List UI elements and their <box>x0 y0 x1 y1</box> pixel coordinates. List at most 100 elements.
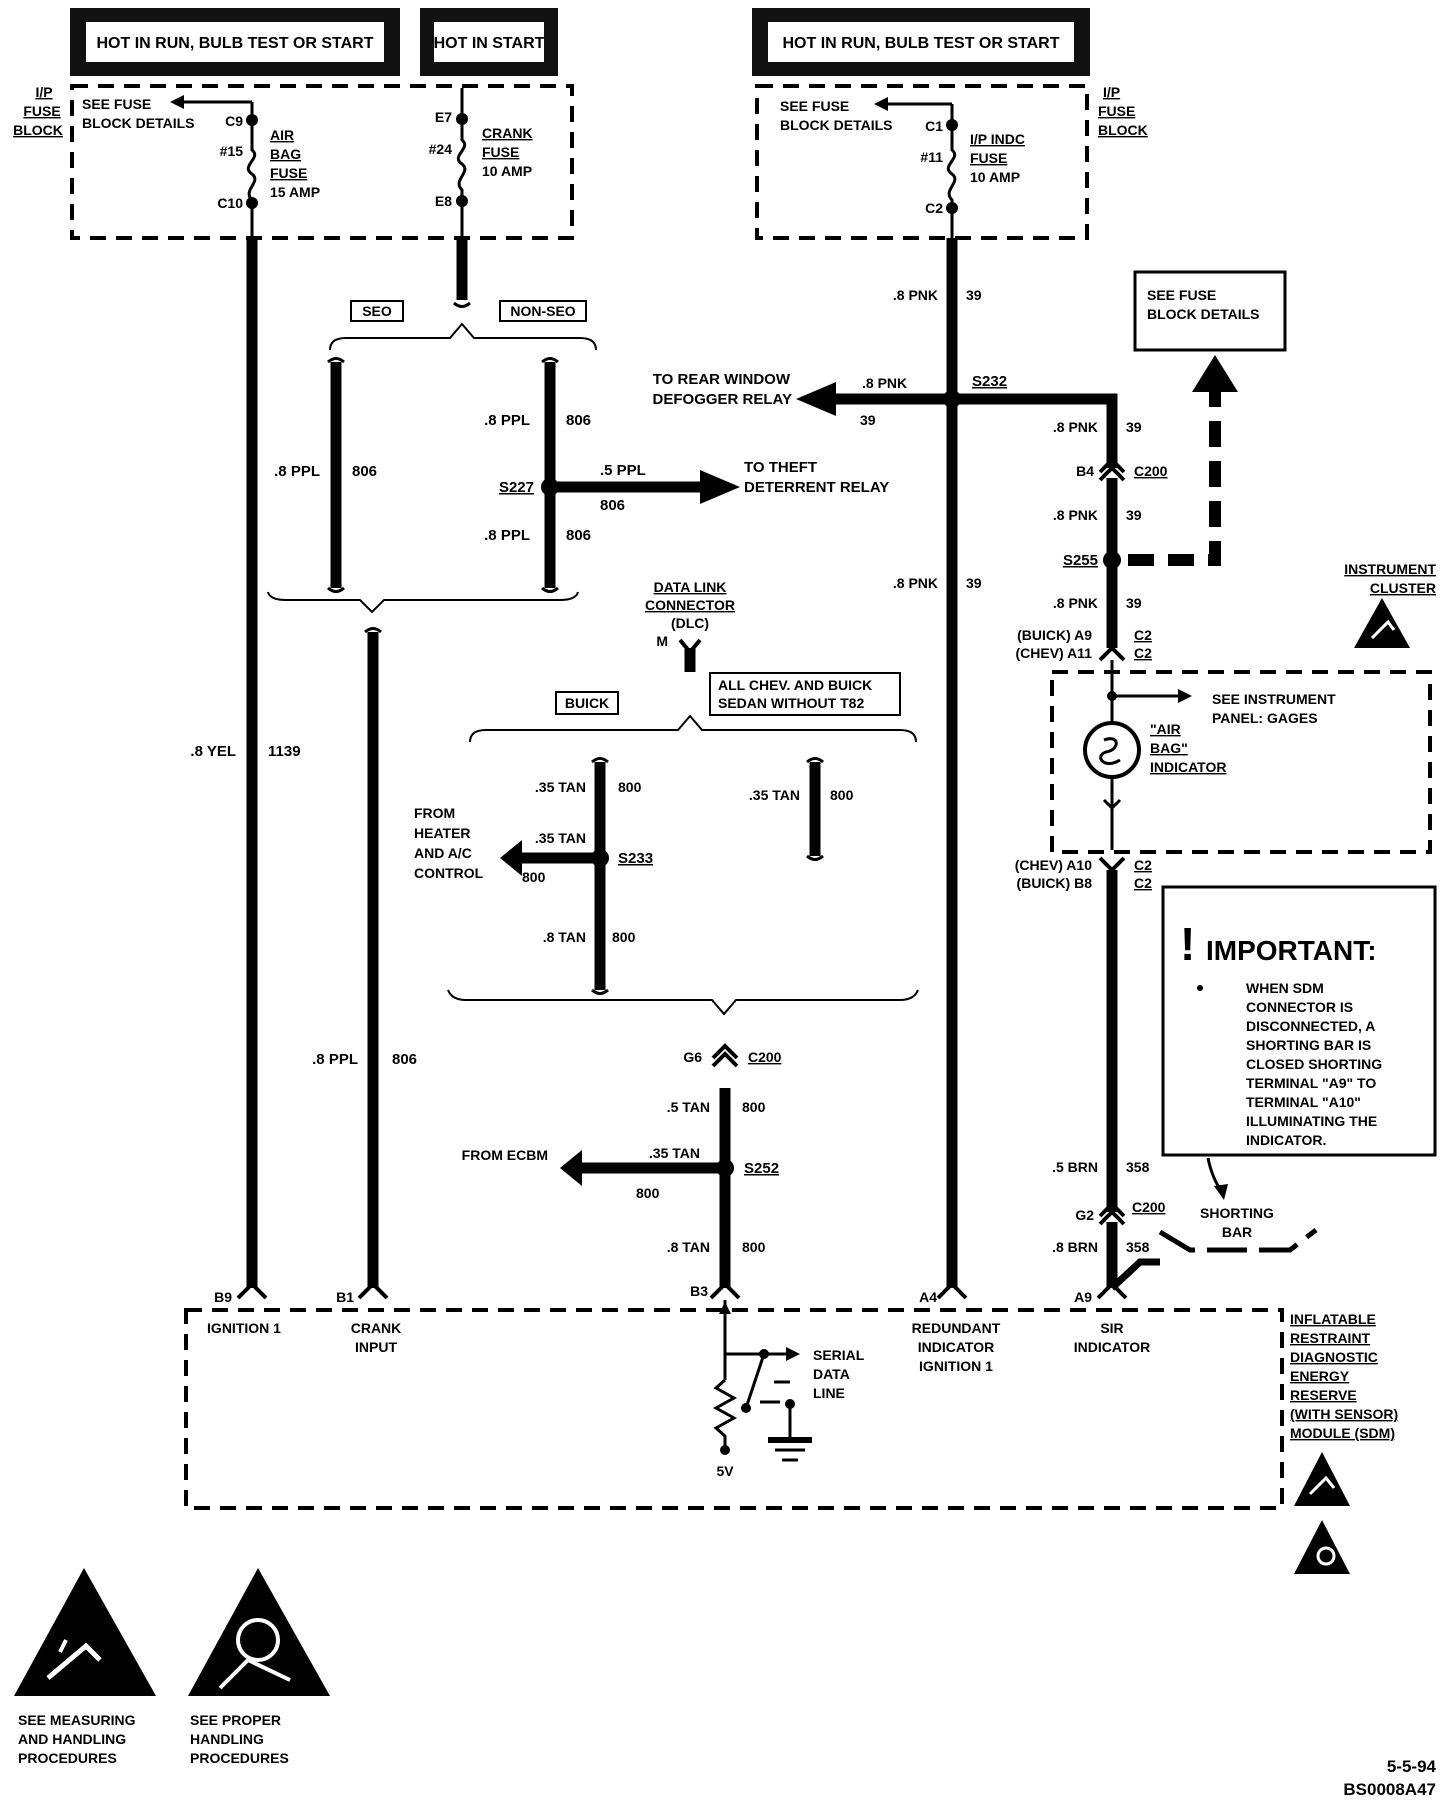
svg-text:800: 800 <box>830 787 854 803</box>
arrow-right-icon <box>500 840 522 876</box>
svg-text:TERMINAL "A10": TERMINAL "A10" <box>1246 1094 1361 1110</box>
wires <box>246 238 1238 1291</box>
svg-text:39: 39 <box>966 287 982 303</box>
hot-in-start-label: HOT IN START <box>434 35 545 52</box>
svg-text:B3: B3 <box>690 1283 708 1299</box>
svg-text:BS0008A47: BS0008A47 <box>1343 1780 1436 1799</box>
svg-text:.8 PNK: .8 PNK <box>1053 419 1098 435</box>
svg-text:WHEN SDM: WHEN SDM <box>1246 980 1324 996</box>
svg-text:#15: #15 <box>220 143 244 159</box>
splice-labels: S227 S232 S255 S233 S252 <box>499 373 1098 1177</box>
svg-text:TO THEFT: TO THEFT <box>744 459 817 476</box>
svg-text:ENERGY: ENERGY <box>1290 1368 1350 1384</box>
svg-text:800: 800 <box>742 1239 766 1255</box>
arrow-left-icon <box>874 97 888 111</box>
svg-text:.8 PPL: .8 PPL <box>312 1051 358 1068</box>
svg-text:(DLC): (DLC) <box>671 615 709 631</box>
svg-text:.5 BRN: .5 BRN <box>1052 1159 1098 1175</box>
destinations: TO REAR WINDOW DEFOGGER RELAY TO THEFT D… <box>414 270 1287 1163</box>
svg-text:IGNITION 1: IGNITION 1 <box>207 1320 281 1336</box>
svg-text:C9: C9 <box>225 113 243 129</box>
seo-option-label: SEO <box>362 303 392 319</box>
svg-text:TO REAR WINDOW: TO REAR WINDOW <box>653 371 791 388</box>
svg-text:.5 PPL: .5 PPL <box>600 462 646 479</box>
svg-text:SIR: SIR <box>1100 1320 1123 1336</box>
svg-text:FUSE: FUSE <box>482 144 519 160</box>
svg-text:AND A/C: AND A/C <box>414 845 472 861</box>
svg-text:G2: G2 <box>1075 1207 1094 1223</box>
arrow-left-icon <box>170 95 184 109</box>
ground-icon <box>768 1437 812 1462</box>
svg-text:.8 PNK: .8 PNK <box>862 375 907 391</box>
svg-text:SEE PROPER: SEE PROPER <box>190 1712 281 1728</box>
svg-text:MODULE (SDM): MODULE (SDM) <box>1290 1425 1395 1441</box>
svg-text:C2: C2 <box>1134 627 1152 643</box>
svg-text:39: 39 <box>1126 419 1142 435</box>
svg-text:CLOSED SHORTING: CLOSED SHORTING <box>1246 1056 1382 1072</box>
svg-text:.35 TAN: .35 TAN <box>649 1145 700 1161</box>
fuse-block-left: I/P FUSE BLOCK SEE FUSE BLOCK DETAILS C9… <box>13 84 574 240</box>
svg-text:INDICATOR: INDICATOR <box>918 1339 994 1355</box>
svg-text:I/P INDC: I/P INDC <box>970 131 1025 147</box>
svg-text:806: 806 <box>566 527 591 544</box>
svg-text:B4: B4 <box>1076 463 1094 479</box>
svg-text:S232: S232 <box>972 373 1007 390</box>
svg-text:800: 800 <box>612 929 636 945</box>
hot-in-run-label-1: HOT IN RUN, BULB TEST OR START <box>96 35 373 52</box>
fuse-icon <box>946 104 957 240</box>
svg-text:806: 806 <box>600 497 625 514</box>
svg-text:BLOCK DETAILS: BLOCK DETAILS <box>780 117 893 133</box>
svg-text:LINE: LINE <box>813 1385 845 1401</box>
connector-symbols <box>236 301 1128 1300</box>
svg-text:10 AMP: 10 AMP <box>970 169 1020 185</box>
svg-text:INSTRUMENT: INSTRUMENT <box>1344 561 1436 577</box>
svg-text:AIR: AIR <box>270 127 294 143</box>
svg-text:DATA: DATA <box>813 1366 850 1382</box>
svg-text:358: 358 <box>1126 1239 1150 1255</box>
switch-icon <box>744 1353 766 1409</box>
svg-text:PROCEDURES: PROCEDURES <box>18 1750 117 1766</box>
svg-text:S233: S233 <box>618 850 653 867</box>
instrument-cluster: INSTRUMENT CLUSTER SEE INSTRUMENT PANEL:… <box>1050 561 1436 854</box>
svg-text:INDICATOR: INDICATOR <box>1074 1339 1150 1355</box>
svg-text:HANDLING: HANDLING <box>190 1731 264 1747</box>
svg-text:S255: S255 <box>1063 552 1098 569</box>
esd-warning-icon <box>14 1568 156 1696</box>
svg-text:"AIR: "AIR <box>1150 721 1181 737</box>
svg-text:5V: 5V <box>716 1463 734 1479</box>
svg-text:CONNECTOR IS: CONNECTOR IS <box>1246 999 1353 1015</box>
svg-text:C2: C2 <box>1134 875 1152 891</box>
svg-text:.8 PPL: .8 PPL <box>484 412 530 429</box>
chev-option-label-1: ALL CHEV. AND BUICK <box>718 677 872 693</box>
supply-header: HOT IN RUN, BULB TEST OR START HOT IN ST… <box>70 8 1090 76</box>
esd-warning-icon <box>1354 598 1410 648</box>
svg-text:.35 TAN: .35 TAN <box>535 830 586 846</box>
svg-text:A9: A9 <box>1074 1289 1092 1305</box>
svg-text:39: 39 <box>966 575 982 591</box>
svg-text:.8 PNK: .8 PNK <box>1053 507 1098 523</box>
svg-text:.8 BRN: .8 BRN <box>1052 1239 1098 1255</box>
svg-text:C200: C200 <box>748 1049 782 1065</box>
svg-text:.8 TAN: .8 TAN <box>667 1239 710 1255</box>
svg-text:(CHEV) A11: (CHEV) A11 <box>1015 645 1092 661</box>
esd-warning-icon <box>1294 1452 1350 1506</box>
svg-text:806: 806 <box>392 1051 417 1068</box>
svg-text:(BUICK) A9: (BUICK) A9 <box>1017 627 1092 643</box>
svg-text:(BUICK) B8: (BUICK) B8 <box>1017 875 1093 891</box>
sdm-module: B9 IGNITION 1 B1 CRANK INPUT B3 A4 REDUN… <box>184 1283 1398 1574</box>
svg-text:AND HANDLING: AND HANDLING <box>18 1731 126 1747</box>
arrow-right-icon <box>700 470 740 504</box>
svg-text:15 AMP: 15 AMP <box>270 184 320 200</box>
svg-text:.8 TAN: .8 TAN <box>543 929 586 945</box>
svg-text:.8 PNK: .8 PNK <box>893 575 938 591</box>
svg-text:BLOCK: BLOCK <box>1098 122 1148 138</box>
svg-text:FUSE: FUSE <box>23 103 60 119</box>
arrow-right-icon <box>560 1150 582 1186</box>
svg-text:800: 800 <box>618 779 642 795</box>
svg-text:SEE FUSE: SEE FUSE <box>82 96 151 112</box>
svg-text:CRANK: CRANK <box>351 1320 402 1336</box>
svg-text:BLOCK: BLOCK <box>13 122 63 138</box>
svg-text:DATA LINK: DATA LINK <box>654 579 727 595</box>
svg-text:SERIAL: SERIAL <box>813 1347 865 1363</box>
svg-text:RESTRAINT: RESTRAINT <box>1290 1330 1371 1346</box>
